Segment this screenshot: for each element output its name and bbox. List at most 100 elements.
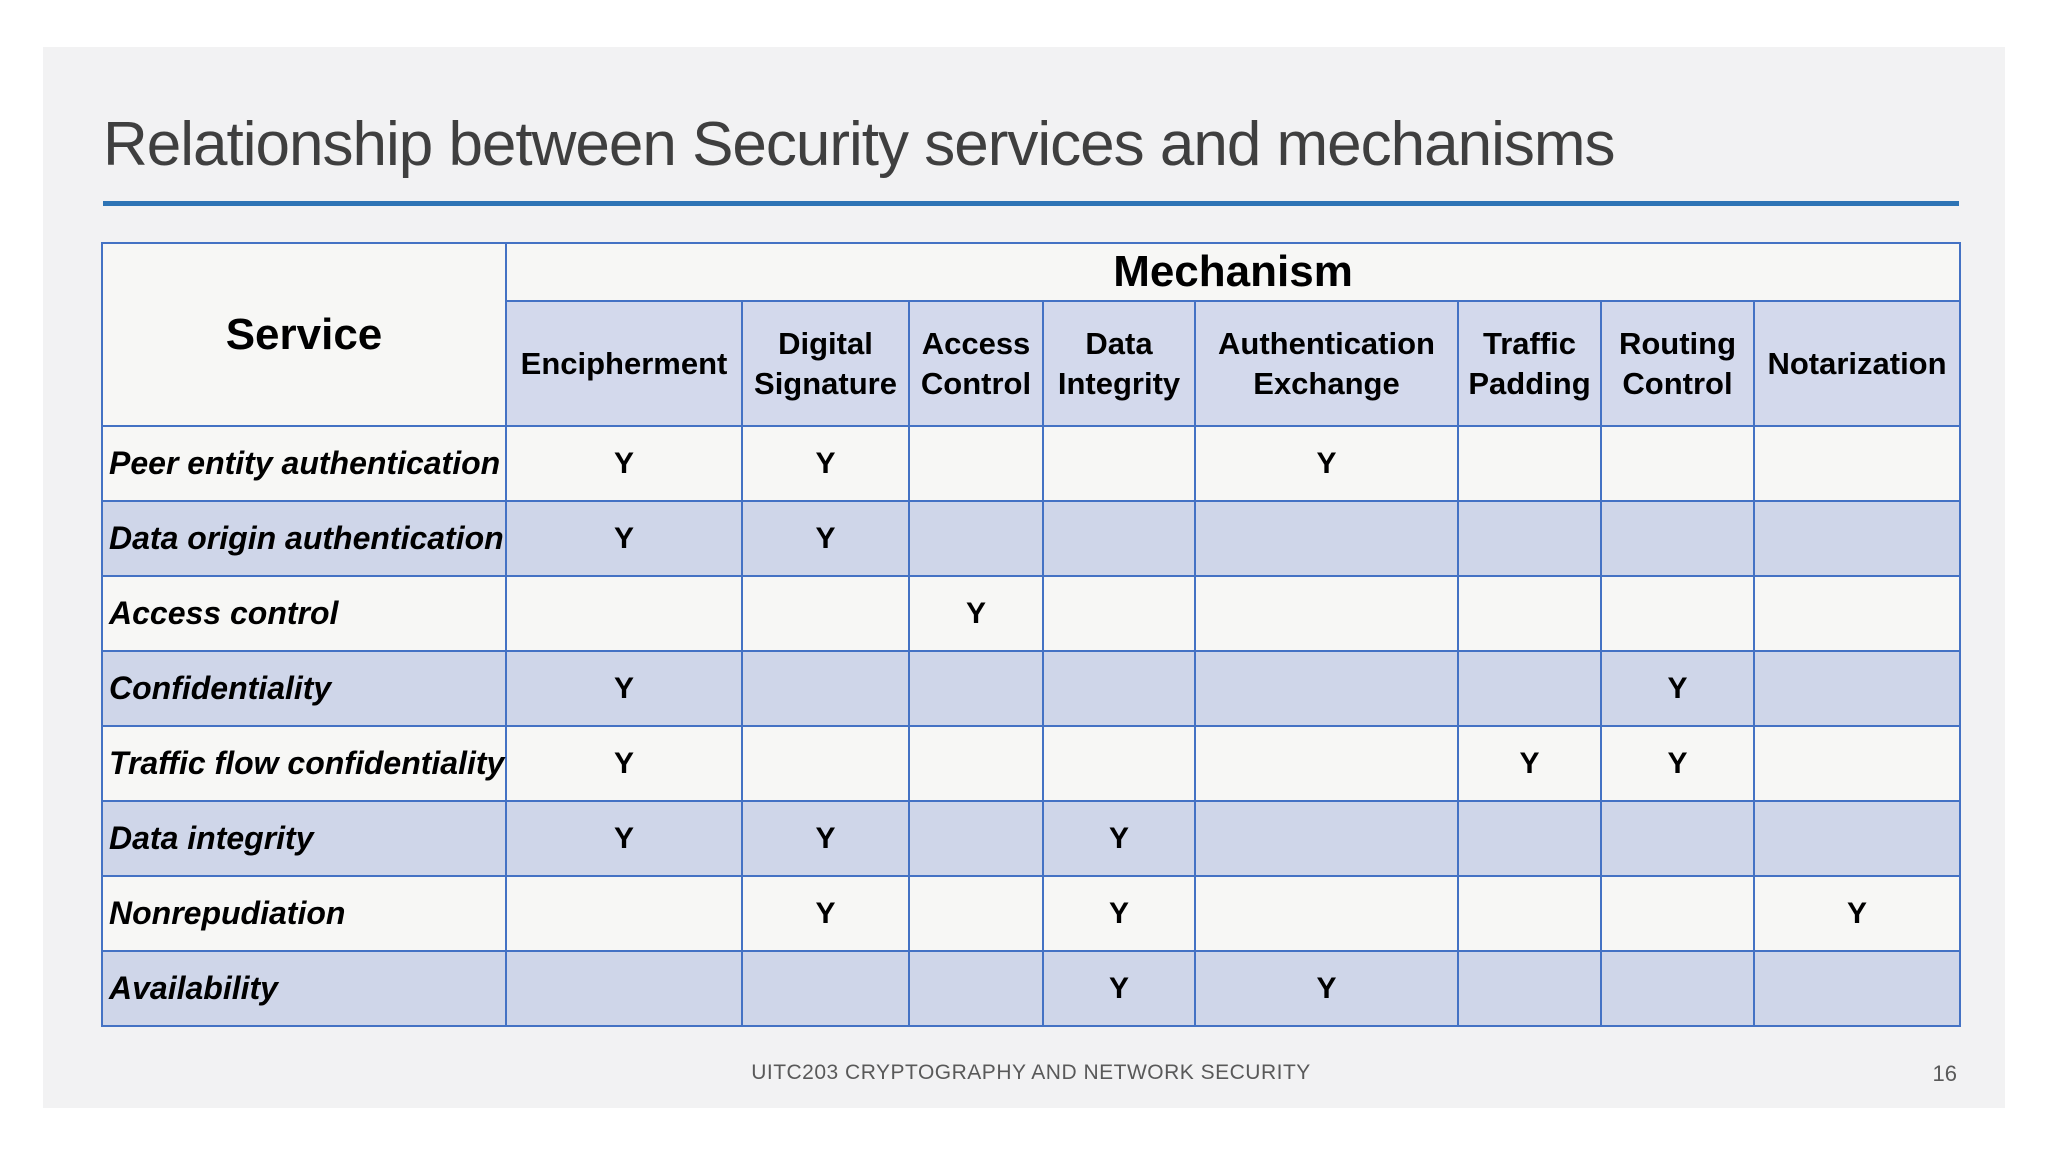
mark-cell-empty <box>1042 650 1196 727</box>
mark-cell-y: Y <box>741 875 910 952</box>
mark-cell-empty <box>1600 500 1755 577</box>
mark-cell-empty <box>1600 875 1755 952</box>
mark-cell-y: Y <box>1752 875 1962 952</box>
service-label: Data integrity <box>101 800 507 877</box>
mark-cell-empty <box>1600 800 1755 877</box>
mark-cell-y: Y <box>505 725 743 802</box>
service-label: Traffic flow confidentiality <box>101 725 507 802</box>
mark-cell-empty <box>1752 500 1962 577</box>
mark-cell-empty <box>505 875 743 952</box>
mark-cell-empty <box>908 500 1044 577</box>
mark-cell-empty <box>1457 425 1602 502</box>
column-header-authentication-exchange: Authentication Exchange <box>1194 300 1459 427</box>
mark-cell-y: Y <box>1194 950 1459 1027</box>
column-header-notarization: Notarization <box>1752 300 1962 427</box>
service-header-cell: Service <box>101 242 507 427</box>
mark-cell-empty <box>1194 800 1459 877</box>
slide-title: Relationship between Security services a… <box>103 110 1616 179</box>
mark-cell-empty <box>908 875 1044 952</box>
mark-cell-y: Y <box>505 425 743 502</box>
mark-cell-empty <box>1457 800 1602 877</box>
column-header-traffic-padding: Traffic Padding <box>1457 300 1602 427</box>
mark-cell-empty <box>908 425 1044 502</box>
mark-cell-empty <box>1600 575 1755 652</box>
mark-cell-empty <box>741 575 910 652</box>
service-label: Access control <box>101 575 507 652</box>
mark-cell-y: Y <box>1600 650 1755 727</box>
mark-cell-empty <box>1457 575 1602 652</box>
mark-cell-empty <box>1752 800 1962 877</box>
mark-cell-empty <box>908 950 1044 1027</box>
title-underline-rule <box>103 201 1959 206</box>
mark-cell-empty <box>1042 425 1196 502</box>
column-header-encipherment: Encipherment <box>505 300 743 427</box>
mark-cell-y: Y <box>1042 800 1196 877</box>
service-label: Nonrepudiation <box>101 875 507 952</box>
mark-cell-y: Y <box>1600 725 1755 802</box>
mark-cell-y: Y <box>1194 425 1459 502</box>
mark-cell-empty <box>741 725 910 802</box>
mark-cell-y: Y <box>505 500 743 577</box>
mechanism-header-cell: Mechanism <box>504 242 1962 302</box>
mark-cell-empty <box>505 950 743 1027</box>
mark-cell-empty <box>1457 500 1602 577</box>
mark-cell-empty <box>1194 650 1459 727</box>
mark-cell-empty <box>1042 725 1196 802</box>
mark-cell-empty <box>1457 875 1602 952</box>
mark-cell-empty <box>1042 500 1196 577</box>
mark-cell-empty <box>908 725 1044 802</box>
column-header-data-integrity: Data Integrity <box>1042 300 1196 427</box>
mark-cell-empty <box>1752 425 1962 502</box>
mark-cell-y: Y <box>741 800 910 877</box>
mark-cell-y: Y <box>1457 725 1602 802</box>
mark-cell-y: Y <box>1042 950 1196 1027</box>
service-label: Confidentiality <box>101 650 507 727</box>
mark-cell-empty <box>1752 650 1962 727</box>
footer-course-text: UITC203 CRYPTOGRAPHY AND NETWORK SECURIT… <box>751 1061 1311 1084</box>
mark-cell-empty <box>1752 725 1962 802</box>
column-header-access-control: Access Control <box>908 300 1044 427</box>
column-header-digital-signature: Digital Signature <box>741 300 910 427</box>
mark-cell-empty <box>1194 500 1459 577</box>
mark-cell-empty <box>505 575 743 652</box>
mark-cell-empty <box>908 800 1044 877</box>
mark-cell-empty <box>1194 875 1459 952</box>
mark-cell-y: Y <box>1042 875 1196 952</box>
service-label: Data origin authentication <box>101 500 507 577</box>
mark-cell-empty <box>1194 725 1459 802</box>
table-row-access-control: Access control Y <box>101 575 1962 652</box>
mark-cell-empty <box>1042 575 1196 652</box>
table-row-nonrepudiation: Nonrepudiation Y Y Y <box>101 875 1962 952</box>
mark-cell-empty <box>741 950 910 1027</box>
mark-cell-y: Y <box>741 425 910 502</box>
mark-cell-empty <box>908 650 1044 727</box>
slide: Relationship between Security services a… <box>43 47 2005 1108</box>
mark-cell-empty <box>1457 650 1602 727</box>
page-number: 16 <box>1932 1061 1957 1086</box>
mark-cell-empty <box>1457 950 1602 1027</box>
header-row-mechanism: Service Mechanism <box>101 242 1962 427</box>
mark-cell-y: Y <box>908 575 1044 652</box>
mark-cell-empty <box>1194 575 1459 652</box>
service-label: Availability <box>101 950 507 1027</box>
mark-cell-y: Y <box>505 800 743 877</box>
mark-cell-y: Y <box>505 650 743 727</box>
service-label: Peer entity authentication <box>101 425 507 502</box>
mark-cell-y: Y <box>741 500 910 577</box>
mark-cell-empty <box>1600 950 1755 1027</box>
mark-cell-empty <box>1600 425 1755 502</box>
mark-cell-empty <box>741 650 910 727</box>
mark-cell-empty <box>1752 950 1962 1027</box>
column-header-routing-control: Routing Control <box>1600 300 1755 427</box>
